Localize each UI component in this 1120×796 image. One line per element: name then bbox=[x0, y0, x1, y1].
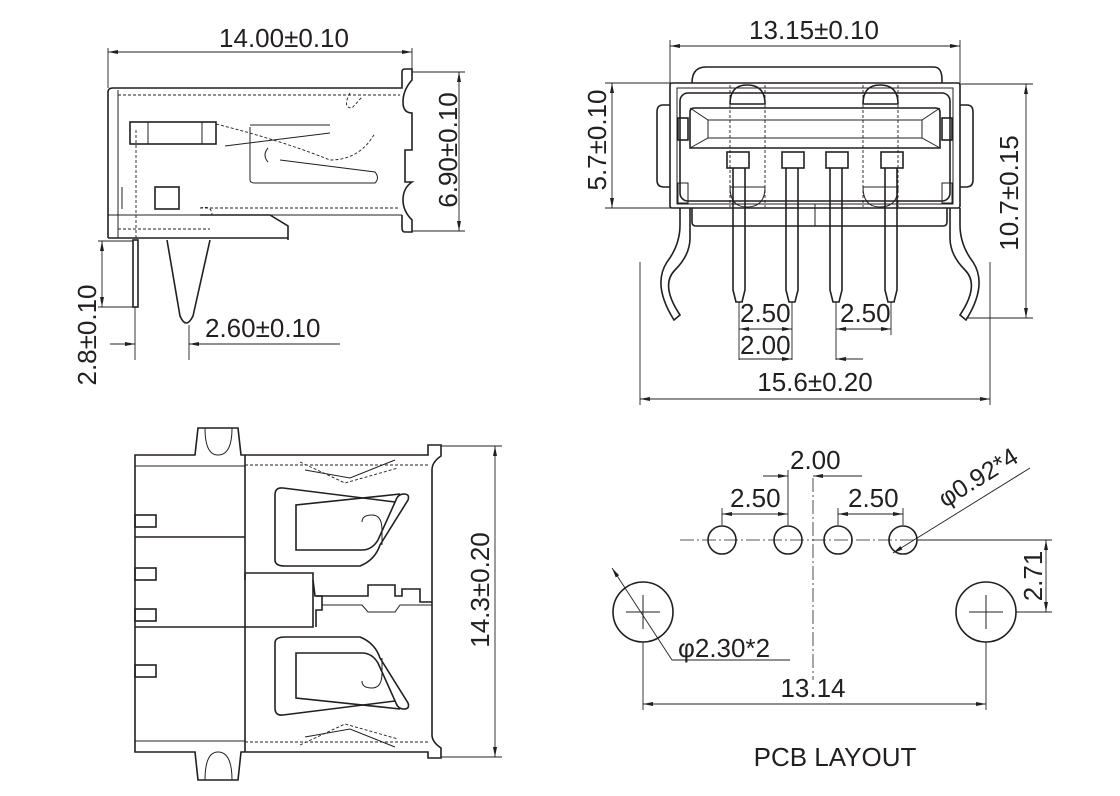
pcb-layout: 2.00 2.50 2.50 φ0.92*4 2.71 φ2.30*2 13.1… bbox=[611, 442, 1052, 772]
side-view: 14.00±0.10 6.90±0.10 2.8±0.10 2.60±0.10 bbox=[72, 23, 465, 386]
pcb-pitch-center: 2.00 bbox=[790, 445, 841, 475]
front-view: 13.15±0.10 5.7±0.10 10.7±0.15 2.50 2.50 … bbox=[582, 15, 1033, 405]
top-view: 14.3±0.20 bbox=[134, 427, 502, 781]
side-height-dim: 6.90±0.10 bbox=[433, 92, 463, 207]
pcb-hole bbox=[707, 525, 737, 555]
side-length-dim: 14.00±0.10 bbox=[219, 23, 349, 53]
pin-length-dim: 2.8±0.10 bbox=[72, 284, 102, 385]
small-holes bbox=[707, 525, 918, 555]
top-depth-dim: 14.3±0.20 bbox=[465, 532, 495, 647]
pcb-pitch-left: 2.50 bbox=[730, 483, 781, 513]
large-hole-dim: φ2.30*2 bbox=[678, 633, 770, 663]
large-hole-span-dim: 13.14 bbox=[780, 673, 845, 703]
pcb-pitch-right: 2.50 bbox=[848, 483, 899, 513]
total-height-dim: 10.7±0.15 bbox=[994, 135, 1024, 250]
pcb-layout-title: PCB LAYOUT bbox=[754, 742, 917, 772]
front-pitch-right: 2.50 bbox=[840, 298, 891, 328]
front-pitch-left: 2.50 bbox=[740, 298, 791, 328]
front-pitch-center: 2.00 bbox=[740, 330, 791, 360]
pin-offset-dim: 2.60±0.10 bbox=[205, 313, 320, 343]
front-width-dim: 13.15±0.10 bbox=[749, 15, 879, 45]
leg-span-dim: 15.6±0.20 bbox=[757, 367, 872, 397]
opening-height-dim: 5.7±0.10 bbox=[582, 89, 612, 190]
pcb-hole bbox=[773, 525, 803, 555]
pcb-hole bbox=[888, 525, 918, 555]
pcb-hole bbox=[823, 525, 853, 555]
small-hole-dim: φ0.92*4 bbox=[933, 442, 1023, 513]
row-offset-dim: 2.71 bbox=[1018, 551, 1048, 602]
